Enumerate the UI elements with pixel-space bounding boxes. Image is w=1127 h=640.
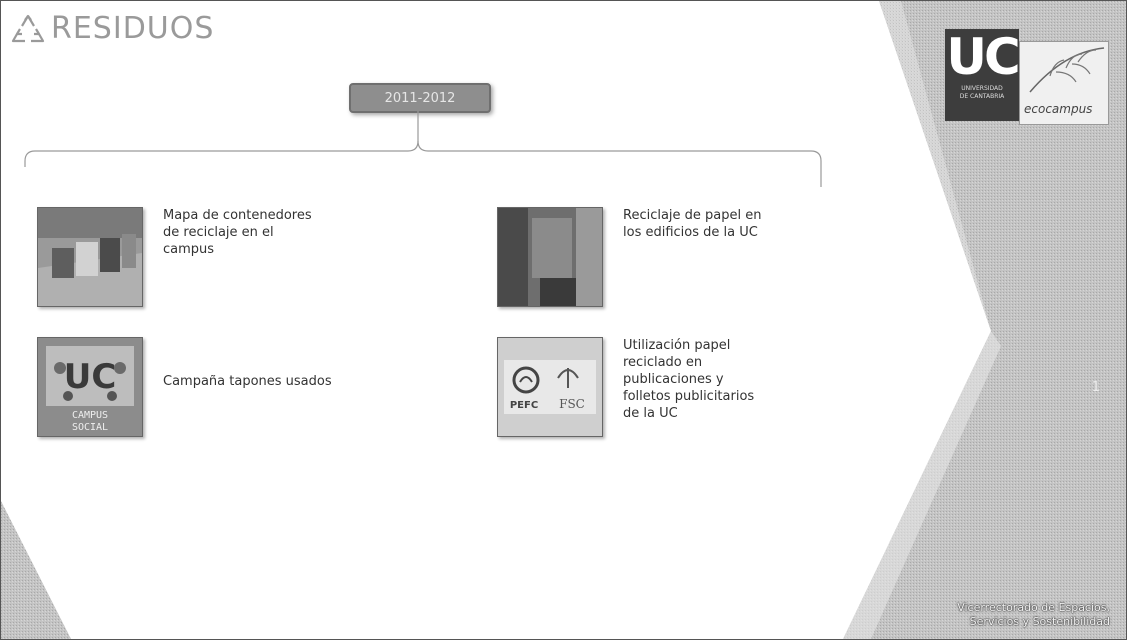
papel-photo [497,207,603,307]
ecocampus-text: ecocampus [1024,102,1093,116]
item-label: Mapa de contenedores de reciclaje en el … [163,208,312,257]
svg-text:UC: UC [64,357,117,397]
contenedores-photo [37,207,143,307]
footer: Vicerrectorado de Espacios, Servicios y … [957,601,1110,629]
item-label: Campaña tapones usados [163,374,332,389]
certification-logos: PEFC FSC [497,337,603,437]
tapones-caption-1: CAMPUS [72,410,108,421]
list-item[interactable]: Mapa de contenedores de reciclaje en el … [37,207,312,307]
slide-title: RESIDUOS [11,11,214,46]
tapones-caption-2: SOCIAL [72,422,108,433]
brace-connector [24,111,822,187]
uc-logo: UC UNIVERSIDAD DE CANTABRIA [945,28,1021,121]
item-label: Reciclaje de papel en los edificios de l… [623,208,762,240]
item-label: Utilización papel reciclado en publicaci… [623,338,755,421]
footer-line-2: Servicios y Sostenibilidad [969,615,1110,628]
year-box: 2011-2012 [349,83,491,113]
tapones-photo: UC CAMPUS SOCIAL [37,337,143,437]
fsc-label: FSC [559,397,585,411]
pefc-label: PEFC [510,400,538,411]
list-item[interactable]: Reciclaje de papel en los edificios de l… [497,207,762,307]
page-number: 1 [1091,380,1100,395]
uc-logo-text: UC [946,28,1020,86]
footer-line-1: Vicerrectorado de Espacios, [957,601,1110,614]
list-item[interactable]: PEFC FSC Utilización papel reciclado en … [497,337,754,437]
list-item[interactable]: UC CAMPUS SOCIAL Campaña tapones usados [37,337,332,437]
title-text: RESIDUOS [51,11,215,46]
recycle-icon [11,14,45,44]
ecocampus-logo: ecocampus [1019,41,1109,125]
uc-logo-subtitle: UNIVERSIDAD DE CANTABRIA [959,85,1005,100]
leaf-icon [1029,47,1105,93]
